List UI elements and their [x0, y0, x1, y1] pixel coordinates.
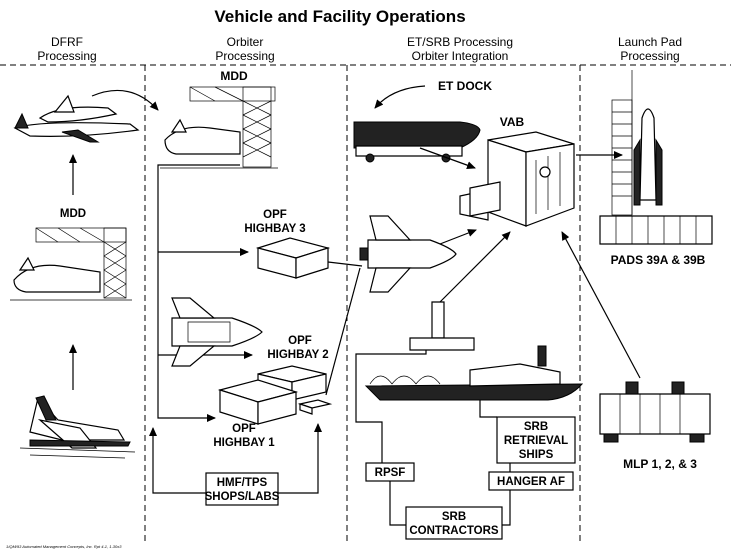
srb-retrieval-ships-box: [496, 416, 576, 464]
pads-label: PADS 39A & 39B: [611, 253, 706, 267]
footnote-text: 1/QM/93 Automated Management Concepts, I…: [6, 544, 122, 549]
mdd-top-icon: [160, 86, 278, 169]
column-header-et-srb-line2: Orbiter Integration: [412, 49, 509, 63]
column-header-et-srb-line1: ET/SRB Processing: [407, 35, 513, 49]
arrow-mlp-to-vab: [561, 231, 641, 379]
vab-label: VAB: [500, 115, 525, 129]
arrow-sca-to-mdd: [91, 89, 159, 111]
srb-retrieval-label-line2: RETRIEVAL: [504, 435, 568, 447]
line-opf1-to-orbiter: [325, 267, 361, 396]
hmf-tps-box: [205, 472, 279, 506]
srb-contractors-box: [405, 506, 503, 540]
srb-retrieval-ship-icon: [364, 345, 584, 401]
hanger-af-box: [488, 471, 574, 491]
hanger-af-label: HANGER AF: [497, 476, 565, 488]
mlp-label: MLP 1, 2, & 3: [623, 457, 697, 471]
column-header-dfrf: DFRF Processing: [37, 35, 96, 63]
opf-highbay-2-label-line2: HIGHBAY 2: [267, 349, 328, 361]
opf-highbay-3-label-line2: HIGHBAY 3: [244, 223, 305, 235]
shuttle-carrier-aircraft-icon: [13, 94, 140, 143]
diagram-title: Vehicle and Facility Operations: [214, 7, 465, 26]
mobile-launcher-platform-icon: [599, 381, 711, 443]
external-tank-transporter-icon: [353, 121, 481, 163]
et-dock-label: ET DOCK: [438, 79, 492, 93]
srb-stacking-stand-icon: [409, 301, 475, 351]
opf-highbay-1-and-2-buildings-icon: [217, 365, 333, 425]
vab-building-icon: [459, 131, 575, 227]
opf-highbay-2-label-line1: OPF: [288, 335, 312, 347]
column-header-launch-pad-line2: Processing: [620, 49, 679, 63]
srb-retrieval-label-line1: SRB: [524, 421, 548, 433]
srb-retrieval-label-line3: SHIPS: [519, 449, 554, 461]
opf-highbay-1-label-line2: HIGHBAY 1: [213, 437, 275, 449]
orbiter-top-view-icon: [171, 297, 263, 367]
column-header-dfrf-line2: Processing: [37, 49, 96, 63]
opf-highbay-1-label-line1: OPF: [232, 423, 256, 435]
arrow-et-dock: [374, 85, 426, 109]
launch-pad-icon: [599, 70, 713, 245]
hmf-tps-label-line2: SHOPS/LABS: [205, 491, 280, 503]
arrow-hmf-to-orbiter: [149, 427, 206, 494]
arrow-srb-to-vab: [439, 231, 511, 303]
hmf-tps-label-line1: HMF/TPS: [217, 477, 268, 489]
column-header-launch-pad-line1: Launch Pad: [618, 35, 682, 49]
landing-orbiter-icon: [19, 395, 136, 459]
rpsf-label: RPSF: [375, 467, 406, 479]
srb-contractors-label-line1: SRB: [442, 511, 466, 523]
orbiter-flow-lines: [157, 164, 253, 422]
column-header-orbiter-line2: Processing: [215, 49, 274, 63]
column-header-orbiter-line1: Orbiter: [227, 35, 264, 49]
column-header-launch-pad: Launch Pad Processing: [618, 35, 682, 63]
orbiter-integration-icon: [359, 215, 457, 293]
mdd-left-icon: [10, 227, 132, 301]
srb-contractors-label-line2: CONTRACTORS: [409, 525, 499, 537]
arrow-orbiter-to-vab: [439, 229, 477, 245]
opf-highbay-3-label-line1: OPF: [263, 209, 287, 221]
mdd-left-label: MDD: [60, 208, 86, 220]
arrow-hmf-to-opf: [278, 423, 322, 494]
line-opf3-to-orbiter: [327, 261, 363, 267]
arrow-et-to-vab: [419, 147, 476, 170]
opf-highbay-3-icon: [255, 237, 331, 279]
column-header-orbiter: Orbiter Processing: [215, 35, 274, 63]
column-header-et-srb: ET/SRB Processing Orbiter Integration: [407, 35, 513, 63]
srb-flow-lines: [355, 350, 511, 526]
column-header-dfrf-line1: DFRF: [51, 35, 83, 49]
mdd-top-label: MDD: [220, 69, 248, 83]
column-dividers: [0, 64, 731, 545]
